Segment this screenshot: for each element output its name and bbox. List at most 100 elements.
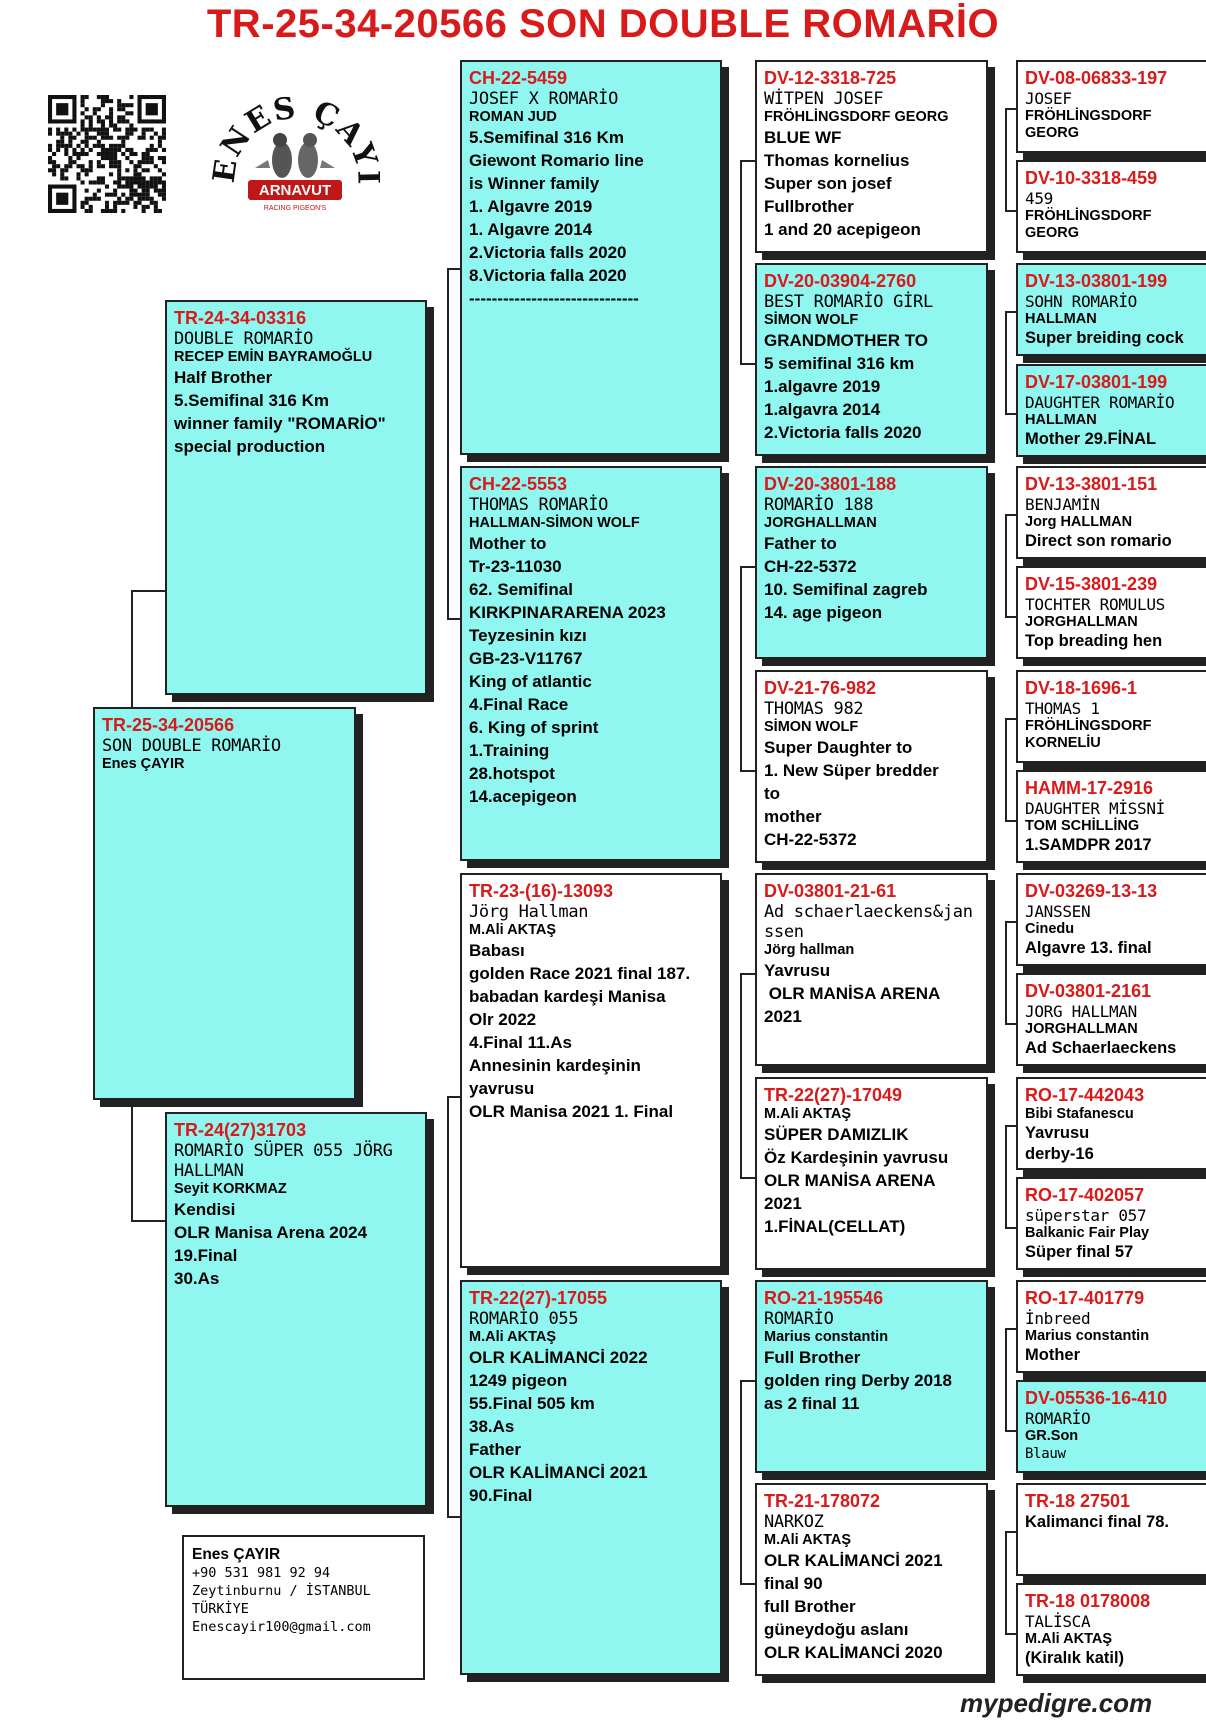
connector-line: [131, 590, 165, 592]
breeder: RECEP EMİN BAYRAMOĞLU: [174, 349, 373, 365]
info-line: 90.Final: [469, 1486, 533, 1505]
info-line: KORNELİU: [1025, 735, 1101, 751]
info-line: golden ring Derby 2018: [764, 1371, 952, 1390]
info-line: final 90: [764, 1574, 823, 1593]
info-line: OLR Manisa 2021 1. Final: [469, 1102, 674, 1121]
pigeon-name: TOCHTER ROMULUS: [1025, 595, 1165, 614]
pigeon-name: İnbreed: [1025, 1309, 1091, 1328]
info-line: 1.SAMDPR 2017: [1025, 836, 1152, 854]
ancestor-card: DV-18-1696-1 THOMAS 1 FRÖHLİNGSDORF KORN…: [1016, 670, 1206, 763]
info-line: Direct son romario: [1025, 532, 1172, 550]
info-lines: OLR KALİMANCİ 2022 1249 pigeon 55.Final …: [469, 1346, 713, 1507]
info-line: 1. Algavre 2019: [469, 197, 593, 216]
breeder: M.Ali AKTAŞ: [764, 1532, 851, 1548]
connector-line: [740, 1380, 755, 1382]
connector-line: [740, 160, 755, 162]
info-line: 5.Semifinal 316 Km: [174, 391, 329, 410]
info-line: KIRKPINARARENA 2023: [469, 603, 666, 622]
info-lines: SÜPER DAMIZLIK Öz Kardeşinin yavrusu OLR…: [764, 1123, 979, 1238]
info-line: OLR MANİSA ARENA: [764, 1171, 936, 1190]
info-line: Tr-23-11030: [469, 557, 562, 576]
connector-line: [447, 1096, 460, 1098]
contact-email[interactable]: Enescayir100@gmail.com: [192, 1619, 371, 1635]
connector-line: [447, 268, 460, 270]
info-line: (Kiralık katil): [1025, 1649, 1125, 1667]
breeder: FRÖHLİNGSDORF: [1025, 208, 1152, 224]
breeder: M.Ali AKTAŞ: [469, 1329, 556, 1345]
ancestor-card: TR-18 0178008 TALİSCA M.Ali AKTAŞ (Kiral…: [1016, 1583, 1206, 1676]
breeder: ROMAN JUD: [469, 109, 557, 125]
breeder: SİMON WOLF: [764, 719, 859, 735]
info-line: Öz Kardeşinin yavrusu: [764, 1148, 949, 1167]
pigeon-name: THOMAS 982: [764, 699, 864, 719]
info-lines: 5.Semifinal 316 Km Giewont Romario line …: [469, 126, 713, 310]
connector-line: [1005, 413, 1016, 415]
ancestor-card: HAMM-17-2916 DAUGHTER MİSSNİ TOM SCHİLLİ…: [1016, 770, 1206, 863]
info-lines: Mother to Tr-23-11030 62. Semifinal KIRK…: [469, 532, 713, 808]
ring-number: DV-03269-13-13: [1025, 881, 1158, 901]
pigeon-name: THOMAS ROMARİO: [469, 495, 609, 515]
connector-line: [1005, 820, 1016, 822]
ancestor-card: RO-17-401779 İnbreed Marius constantin M…: [1016, 1280, 1206, 1373]
pigeon-name: TALİSCA: [1025, 1612, 1091, 1631]
ring-number: DV-13-03801-199: [1025, 271, 1168, 291]
breeder: GR.Son: [1025, 1428, 1079, 1444]
info-lines: GRANDMOTHER TO 5 semifinal 316 km 1.alga…: [764, 329, 979, 444]
connector-line: [740, 160, 742, 363]
connector-line: [1005, 1328, 1016, 1330]
ring-number: CH-22-5459: [469, 68, 568, 88]
breeder: M.Ali AKTAŞ: [764, 1106, 851, 1122]
ring-number: RO-17-402057: [1025, 1185, 1145, 1205]
info-line: full Brother: [764, 1597, 856, 1616]
pigeon-name: JORG HALLMAN: [1025, 1002, 1137, 1021]
info-line: GB-23-V11767: [469, 649, 583, 668]
ring-number: DV-18-1696-1: [1025, 678, 1138, 698]
great-grandparent-card: DV-12-3318-725 WİTPEN JOSEF FRÖHLİNGSDOR…: [755, 60, 988, 253]
connector-line: [1005, 514, 1007, 616]
info-line: 1.Training: [469, 741, 550, 760]
info-line: 2.Victoria falls 2020: [764, 423, 922, 442]
pigeon-name: DAUGHTER MİSSNİ: [1025, 799, 1165, 818]
info-line: Yavrusu: [764, 961, 831, 980]
great-grandparent-card: TR-22(27)-17049 M.Ali AKTAŞ SÜPER DAMIZL…: [755, 1077, 988, 1270]
info-line: GRANDMOTHER TO: [764, 331, 929, 350]
info-line: to: [764, 784, 781, 803]
svg-text:RACING PIGEON'S: RACING PIGEON'S: [264, 205, 327, 212]
connector-line: [1005, 1531, 1007, 1633]
info-line: is Winner family: [469, 174, 600, 193]
info-line: Kendisi: [174, 1200, 236, 1219]
svg-text:ARNAVUT: ARNAVUT: [259, 182, 331, 199]
connector-line: [1005, 514, 1016, 516]
info-line: Kalimanci final 78.: [1025, 1513, 1169, 1531]
ring-number: DV-17-03801-199: [1025, 372, 1168, 392]
great-grandparent-card: DV-20-3801-188 ROMARİO 188 JORGHALLMAN F…: [755, 466, 988, 659]
info-line: 5 semifinal 316 km: [764, 354, 915, 373]
grandparent-card: CH-22-5553 THOMAS ROMARİO HALLMAN-SİMON …: [460, 466, 722, 861]
info-line: babadan kardeşi Manisa: [469, 987, 666, 1006]
info-line: OLR KALİMANCİ 2022: [469, 1348, 648, 1367]
great-grandparent-card: DV-20-03904-2760 BEST ROMARİO GİRL SİMON…: [755, 263, 988, 456]
connector-line: [1005, 616, 1016, 618]
info-line: Fullbrother: [764, 197, 854, 216]
info-lines: Babası golden Race 2021 final 187. babad…: [469, 939, 713, 1123]
connector-line: [1005, 1023, 1016, 1025]
ancestor-card: DV-17-03801-199 DAUGHTER ROMARİO HALLMAN…: [1016, 364, 1206, 457]
info-line: derby-16: [1025, 1145, 1094, 1163]
pigeon-name: JOSEF: [1025, 89, 1072, 108]
info-line: 14. age pigeon: [764, 603, 883, 622]
contact-phone[interactable]: +90 531 981 92 94: [192, 1565, 331, 1581]
ring-number: TR-18 0178008: [1025, 1591, 1151, 1611]
connector-line: [1005, 1328, 1007, 1430]
pigeon-name: SON DOUBLE ROMARİO: [102, 736, 281, 756]
connector-line: [1005, 1531, 1016, 1533]
grandparent-card: TR-22(27)-17055 ROMARİO 055 M.Ali AKTAŞ …: [460, 1280, 722, 1675]
info-lines: Yavrusu OLR MANİSA ARENA 2021: [764, 959, 979, 1028]
pigeon-name: 459: [1025, 189, 1053, 208]
great-grandparent-card: TR-21-178072 NARKOZ M.Ali AKTAŞ OLR KALİ…: [755, 1483, 988, 1676]
info-line: special production: [174, 437, 326, 456]
connector-line: [1005, 718, 1016, 720]
breeder: JORGHALLMAN: [1025, 1021, 1138, 1037]
info-line: güneydoğu aslanı: [764, 1620, 909, 1639]
info-line: Super breiding cock: [1025, 329, 1184, 347]
pigeon-name: ROMARİO: [1025, 1409, 1091, 1428]
